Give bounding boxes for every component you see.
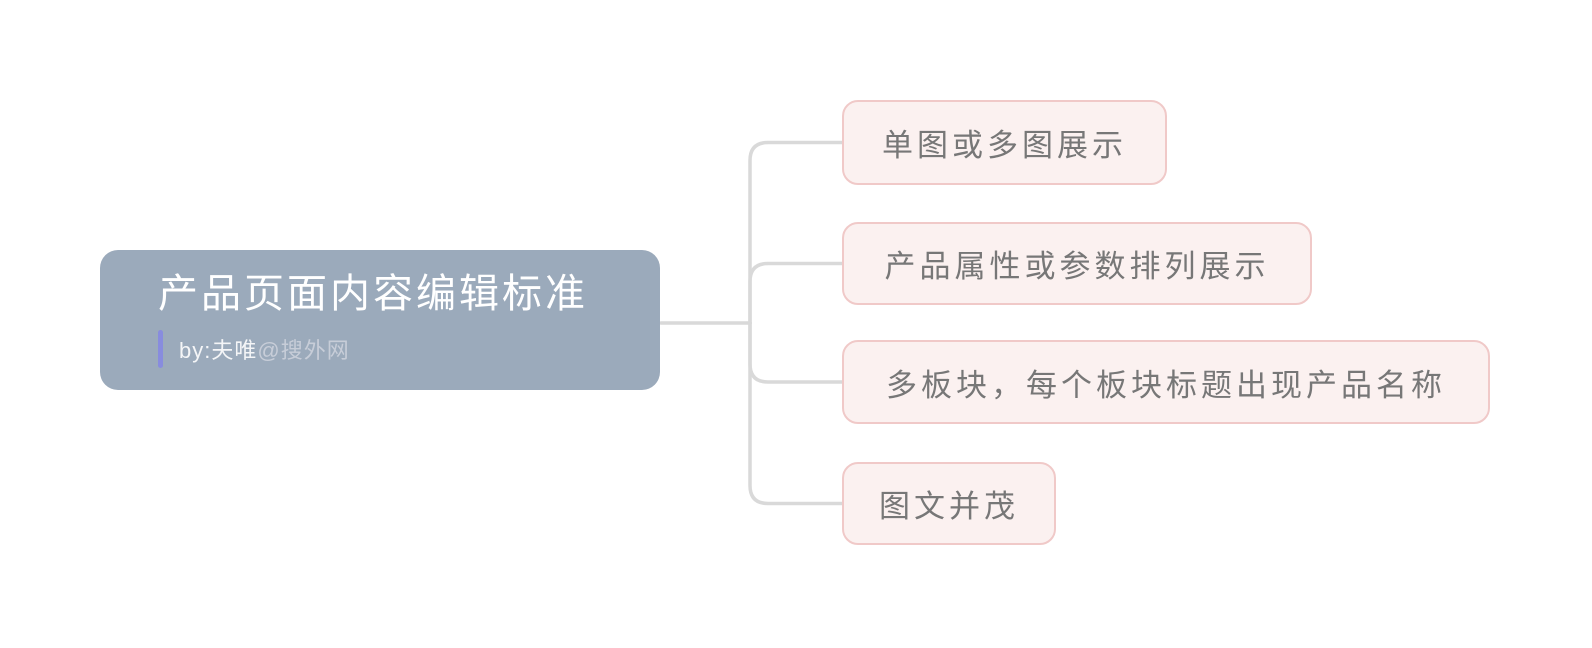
- root-node[interactable]: 产品页面内容编辑标准 by:夫唯@搜外网: [100, 250, 660, 390]
- byline-text: by:夫唯@搜外网: [179, 333, 350, 365]
- root-node-title: 产品页面内容编辑标准: [158, 272, 588, 317]
- child-node-image-and-text[interactable]: 图文并茂: [842, 462, 1056, 545]
- child-node-label: 产品属性或参数排列展示: [884, 249, 1270, 284]
- connector-branch-3: [748, 321, 844, 384]
- child-node-single-or-multi-image[interactable]: 单图或多图展示: [842, 100, 1167, 185]
- byline-site: @搜外网: [257, 337, 350, 363]
- connector-branch-1: [748, 140, 844, 325]
- child-node-label: 多板块，每个板块标题出现产品名称: [886, 367, 1446, 403]
- child-node-attributes-params[interactable]: 产品属性或参数排列展示: [842, 222, 1312, 305]
- connector-branch-4: [748, 321, 844, 506]
- byline: by:夫唯@搜外网: [158, 329, 660, 368]
- child-node-multi-section-titles[interactable]: 多板块，每个板块标题出现产品名称: [842, 340, 1490, 424]
- byline-author: by:夫唯: [179, 337, 258, 363]
- byline-accent-bar: [158, 329, 163, 368]
- child-node-label: 单图或多图展示: [882, 128, 1127, 163]
- connector-branch-2: [748, 261, 844, 325]
- child-node-label: 图文并茂: [879, 489, 1019, 524]
